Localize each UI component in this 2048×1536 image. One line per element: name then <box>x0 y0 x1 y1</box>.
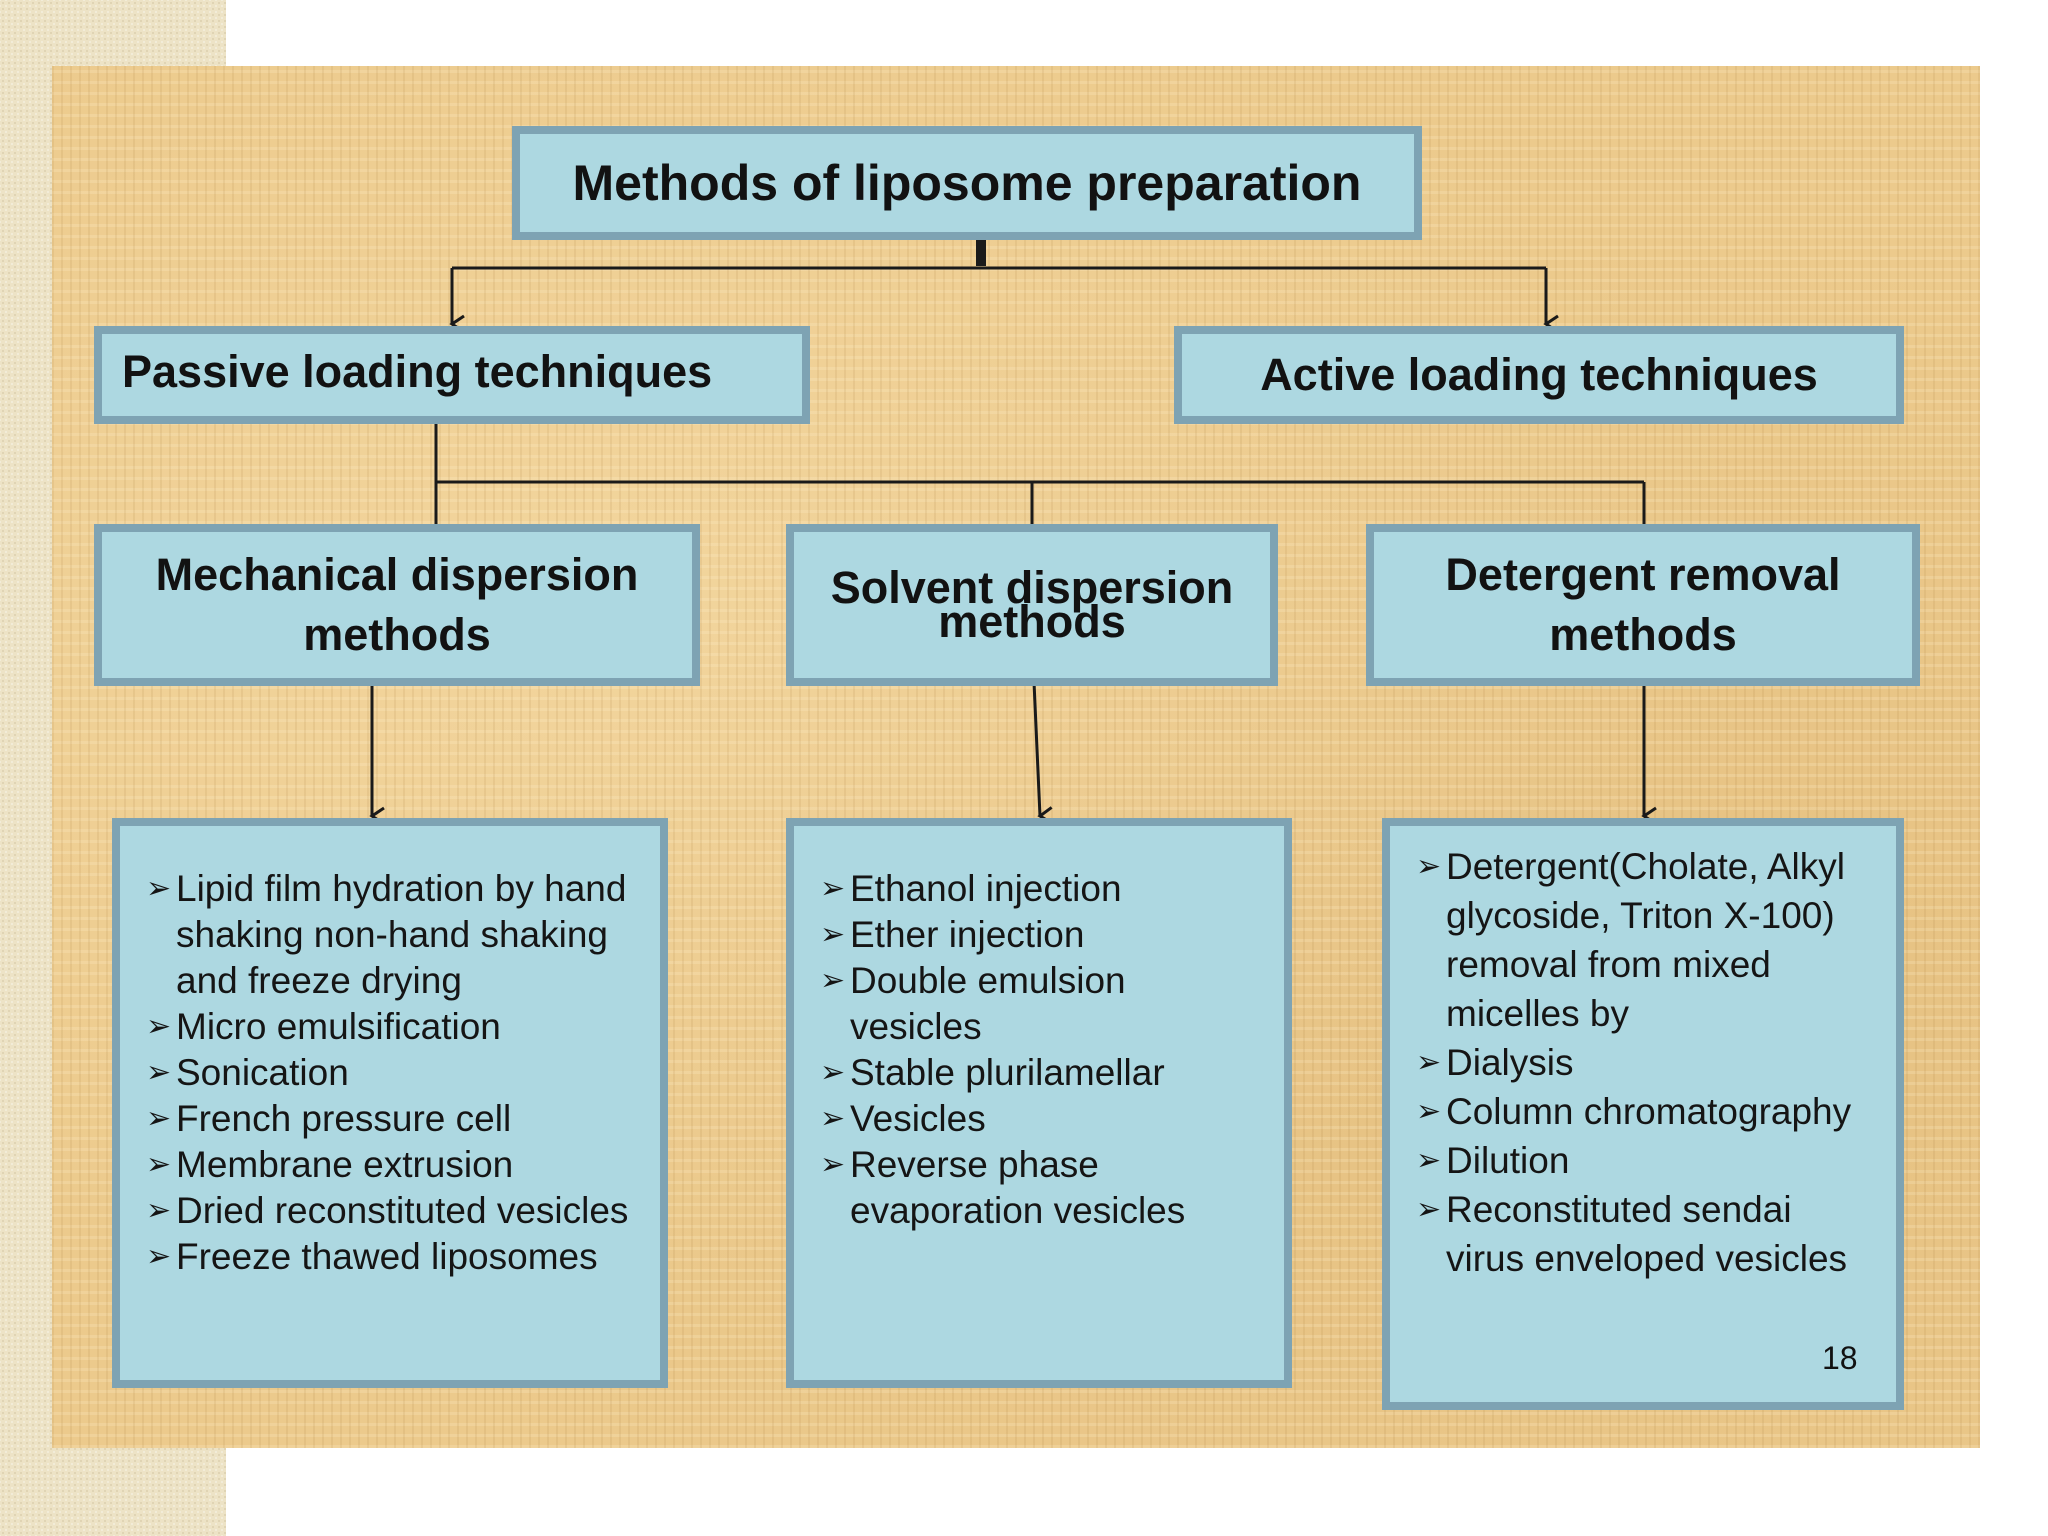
bullet-arrow-icon: ➢ <box>146 1010 172 1043</box>
list-item: ➢Reverse phase evaporation vesicles <box>820 1142 1264 1234</box>
title-stem <box>976 238 986 266</box>
list-item: ➢Dilution <box>1416 1136 1876 1185</box>
bullet-arrow-icon: ➢ <box>146 1194 172 1227</box>
list-item-text: Column chromatography <box>1446 1091 1852 1132</box>
list-item-text: Ethanol injection <box>850 868 1122 909</box>
list-item-text: Dried reconstituted vesicles <box>176 1190 629 1231</box>
mechanical-dispersion-heading: Mechanical dispersion methods <box>156 545 639 665</box>
bullet-arrow-icon: ➢ <box>820 1056 846 1089</box>
list-item-text: Reverse phase evaporation vesicles <box>850 1144 1186 1231</box>
list-item-text: Sonication <box>176 1052 349 1093</box>
list-item: ➢Stable plurilamellar <box>820 1050 1264 1096</box>
solvent-dispersion-box: Solvent dispersion methods <box>786 524 1278 686</box>
list-item: ➢Micro emulsification <box>146 1004 640 1050</box>
passive-loading-label: Passive loading techniques <box>122 346 713 397</box>
solvent-methods-list: ➢Ethanol injection ➢Ether injection ➢Dou… <box>820 866 1264 1234</box>
bullet-arrow-icon: ➢ <box>820 964 846 997</box>
mechanical-methods-list: ➢Lipid film hydration by hand shaking no… <box>146 866 640 1280</box>
list-item-text: Vesicles <box>850 1098 986 1139</box>
solvent-dispersion-heading: Solvent dispersion methods <box>831 565 1234 644</box>
list-item-text: Ether injection <box>850 914 1085 955</box>
bullet-arrow-icon: ➢ <box>1416 1144 1442 1177</box>
bullet-arrow-icon: ➢ <box>146 1056 172 1089</box>
list-item-text: Double emulsion vesicles <box>850 960 1126 1047</box>
title-box: Methods of liposome preparation <box>512 126 1422 240</box>
list-item: ➢Sonication <box>146 1050 640 1096</box>
list-item-text: French pressure cell <box>176 1098 512 1139</box>
bullet-arrow-icon: ➢ <box>146 1148 172 1181</box>
diagram-title: Methods of liposome preparation <box>572 155 1362 211</box>
detergent-heading-line1: Detergent removal <box>1445 549 1841 600</box>
detergent-removal-heading: Detergent removal methods <box>1445 545 1840 665</box>
list-item: ➢Freeze thawed liposomes <box>146 1234 640 1280</box>
list-item-text: Stable plurilamellar <box>850 1052 1165 1093</box>
slide-page-number: 18 <box>1822 1340 1858 1376</box>
list-item: ➢French pressure cell <box>146 1096 640 1142</box>
list-item: ➢Dried reconstituted vesicles <box>146 1188 640 1234</box>
list-item-text: Dialysis <box>1446 1042 1574 1083</box>
list-item: ➢Reconstituted sendai virus enveloped ve… <box>1416 1185 1876 1283</box>
list-item: ➢Ether injection <box>820 912 1264 958</box>
list-item: ➢Double emulsion vesicles <box>820 958 1264 1050</box>
bullet-arrow-icon: ➢ <box>820 918 846 951</box>
list-item-text: Micro emulsification <box>176 1006 501 1047</box>
bullet-arrow-icon: ➢ <box>146 1240 172 1273</box>
bullet-arrow-icon: ➢ <box>1416 1095 1442 1128</box>
list-item: ➢Detergent(Cholate, Alkyl glycoside, Tri… <box>1416 842 1876 1038</box>
list-item: ➢Column chromatography <box>1416 1087 1876 1136</box>
list-item-text: Reconstituted sendai virus enveloped ves… <box>1446 1189 1848 1279</box>
detergent-methods-list: ➢Detergent(Cholate, Alkyl glycoside, Tri… <box>1416 842 1876 1283</box>
mechanical-heading-line2: methods <box>303 609 491 660</box>
bullet-arrow-icon: ➢ <box>1416 1193 1442 1226</box>
arrow-to-solvent-list <box>1032 681 1054 825</box>
bullet-arrow-icon: ➢ <box>820 872 846 905</box>
solvent-methods-list-box: ➢Ethanol injection ➢Ether injection ➢Dou… <box>786 818 1292 1388</box>
bullet-arrow-icon: ➢ <box>1416 850 1442 883</box>
mechanical-heading-line1: Mechanical dispersion <box>155 549 639 600</box>
list-item-text: Membrane extrusion <box>176 1144 514 1185</box>
mechanical-methods-list-box: ➢Lipid film hydration by hand shaking no… <box>112 818 668 1388</box>
list-item-text: Detergent(Cholate, Alkyl glycoside, Trit… <box>1446 846 1845 1034</box>
list-item: ➢Dialysis <box>1416 1038 1876 1087</box>
bullet-arrow-icon: ➢ <box>146 872 172 905</box>
list-item: ➢Membrane extrusion <box>146 1142 640 1188</box>
detergent-removal-box: Detergent removal methods <box>1366 524 1920 686</box>
solvent-heading-line1: Solvent dispersion <box>830 562 1234 613</box>
active-loading-box: Active loading techniques <box>1174 326 1904 424</box>
mechanical-dispersion-box: Mechanical dispersion methods <box>94 524 700 686</box>
bullet-arrow-icon: ➢ <box>1416 1046 1442 1079</box>
solvent-heading-line2: methods <box>938 596 1126 647</box>
bullet-arrow-icon: ➢ <box>820 1102 846 1135</box>
list-item-text: Lipid film hydration by hand shaking non… <box>176 868 627 1001</box>
list-item-text: Freeze thawed liposomes <box>176 1236 598 1277</box>
list-item: ➢Ethanol injection <box>820 866 1264 912</box>
list-item: ➢Vesicles <box>820 1096 1264 1142</box>
list-item-text: Dilution <box>1446 1140 1570 1181</box>
passive-loading-box: Passive loading techniques <box>94 326 810 424</box>
bullet-arrow-icon: ➢ <box>146 1102 172 1135</box>
bullet-arrow-icon: ➢ <box>820 1148 846 1181</box>
detergent-methods-list-box: ➢Detergent(Cholate, Alkyl glycoside, Tri… <box>1382 818 1904 1410</box>
active-loading-label: Active loading techniques <box>1260 349 1818 400</box>
detergent-heading-line2: methods <box>1549 609 1737 660</box>
list-item: ➢Lipid film hydration by hand shaking no… <box>146 866 640 1004</box>
